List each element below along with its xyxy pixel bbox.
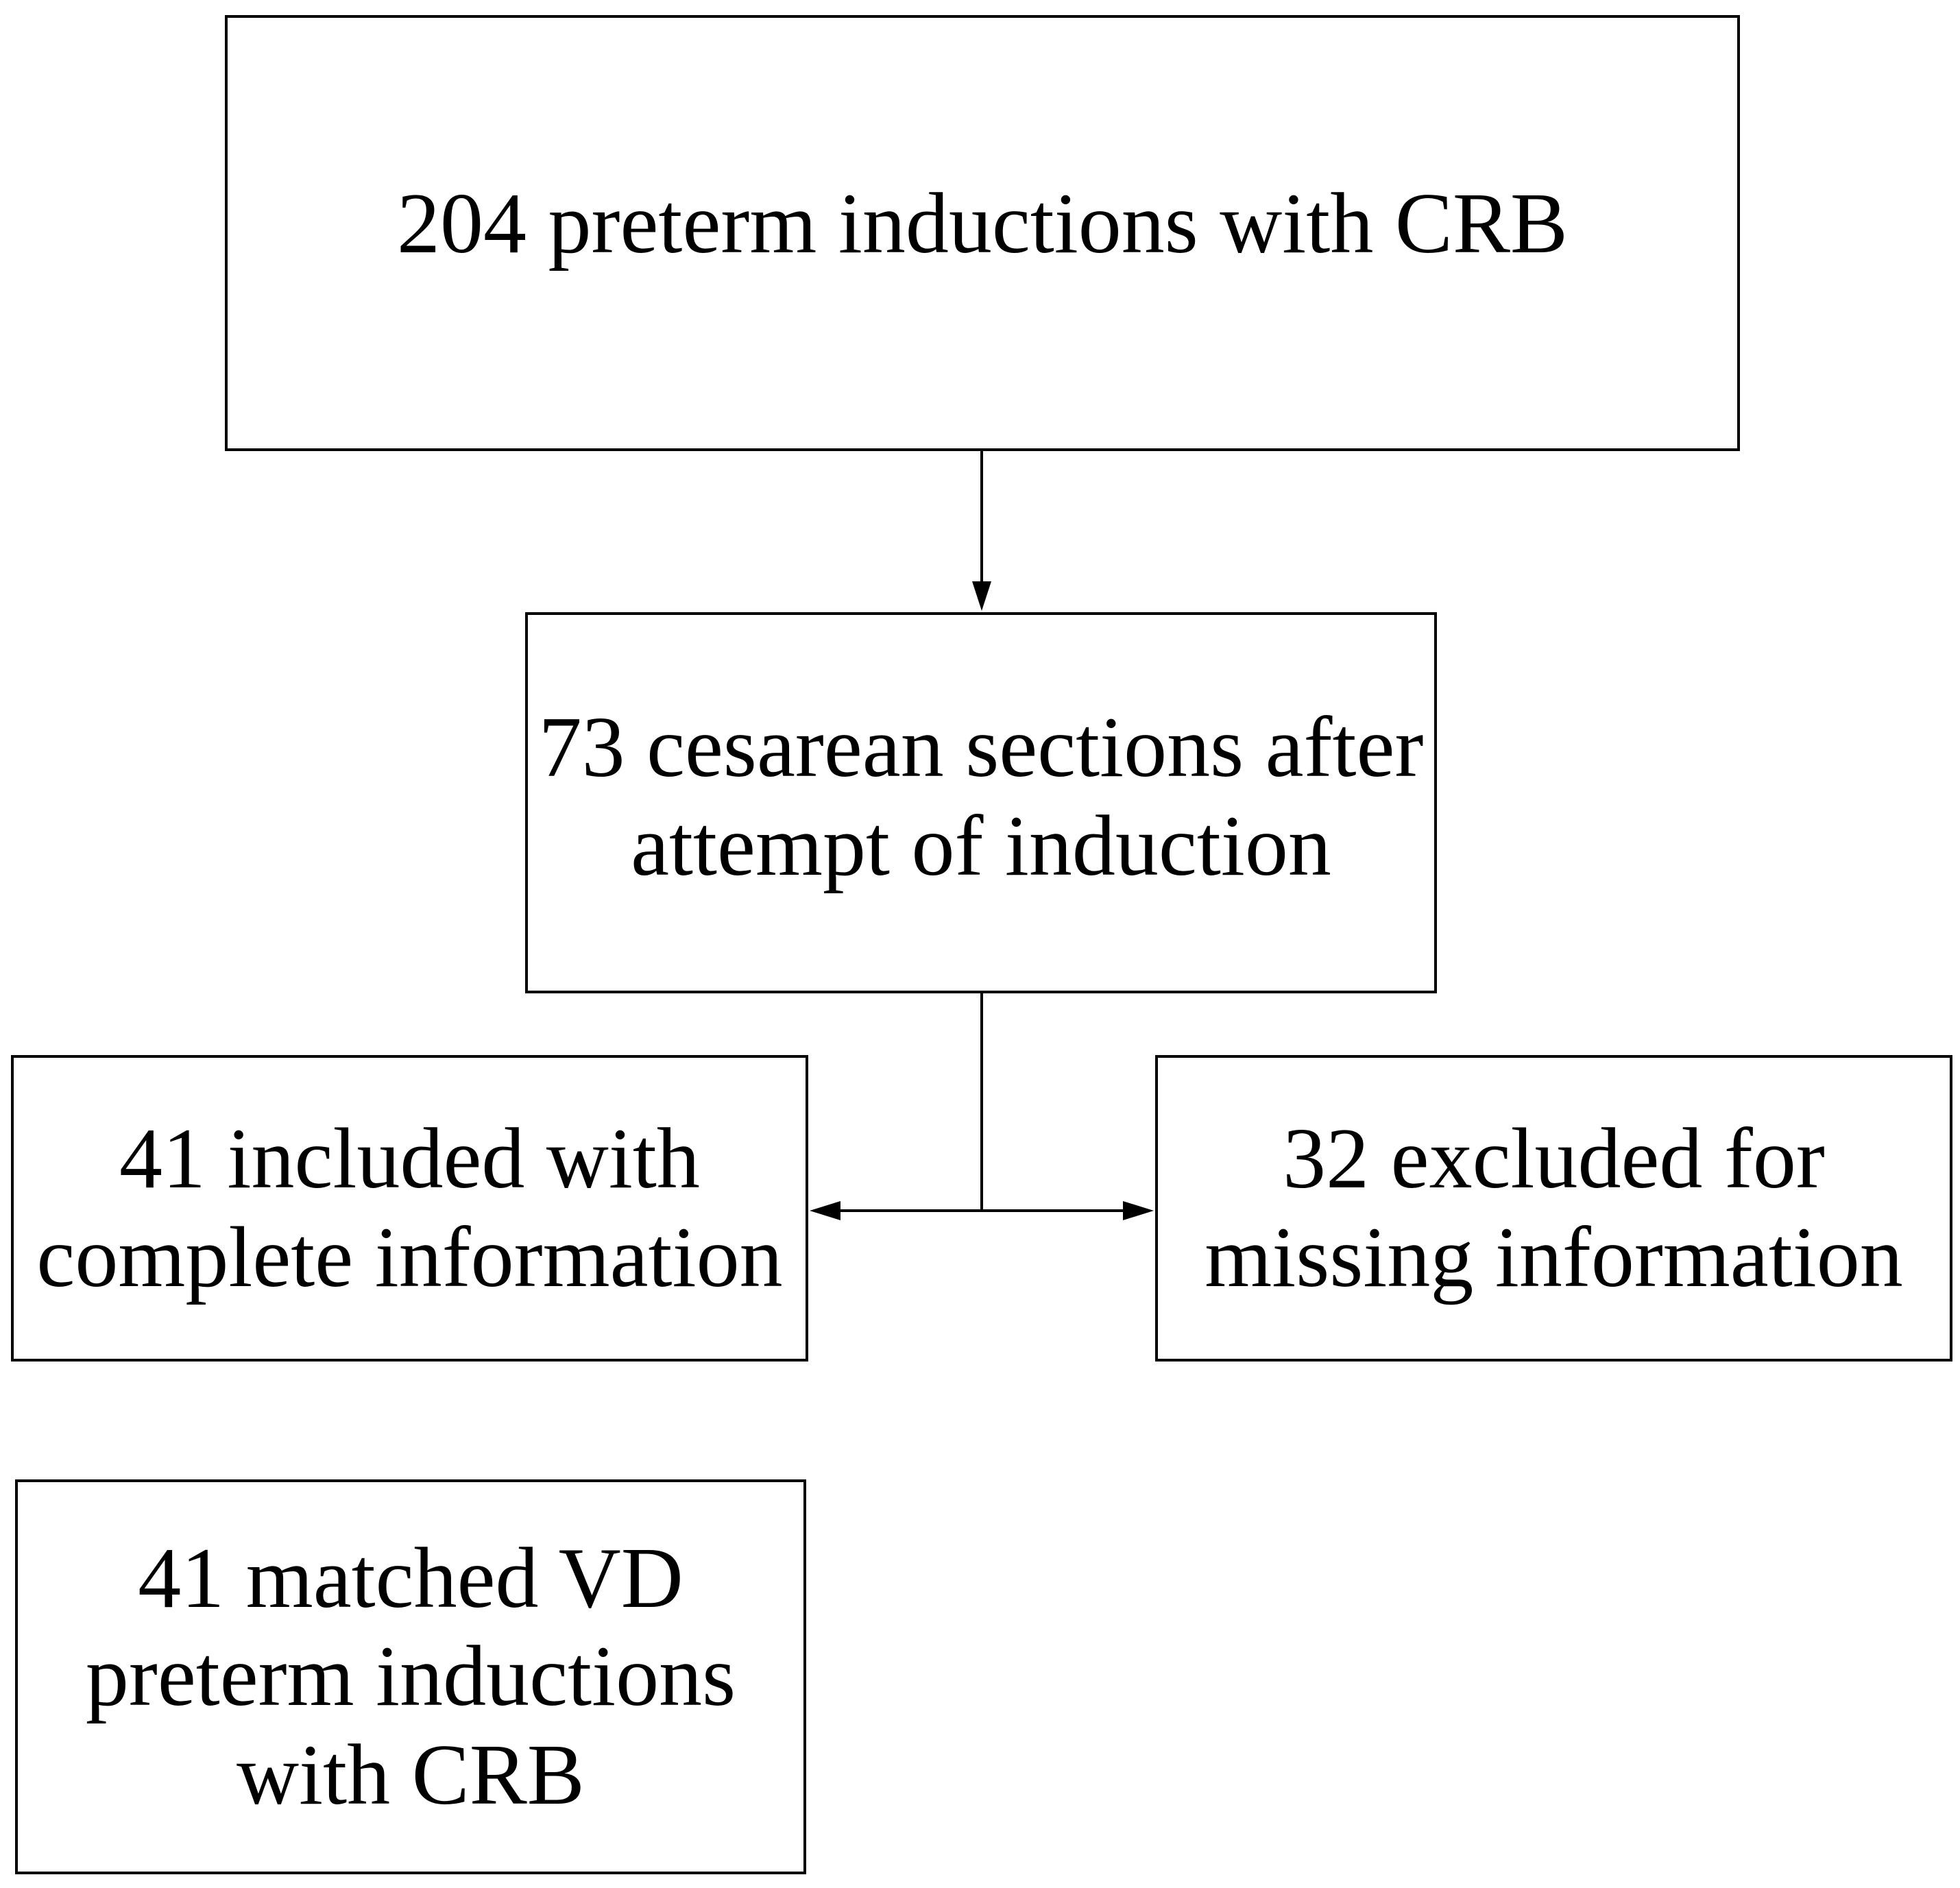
node-preterm-inductions: 204 preterm inductions with CRB: [225, 15, 1740, 451]
node-preterm-inductions-label: 204 preterm inductions with CRB: [397, 176, 1568, 272]
node-cesarean-sections: 73 cesarean sections after attempt of in…: [525, 612, 1437, 993]
node-matched-vd: 41 matched VD preterm inductions with CR…: [15, 1479, 806, 1874]
node-included-label: 41 included with complete information: [36, 1111, 783, 1305]
arrow-top-to-middle: [972, 451, 991, 611]
arrow-middle-to-left: [810, 1201, 982, 1220]
node-excluded: 32 excluded for missing information: [1155, 1055, 1952, 1361]
node-matched-vd-label: 41 matched VD preterm inductions with CR…: [85, 1530, 736, 1823]
arrow-middle-to-right: [982, 1201, 1154, 1220]
node-excluded-label: 32 excluded for missing information: [1205, 1111, 1903, 1305]
node-included: 41 included with complete information: [11, 1055, 808, 1361]
node-cesarean-sections-label: 73 cesarean sections after attempt of in…: [538, 700, 1424, 894]
